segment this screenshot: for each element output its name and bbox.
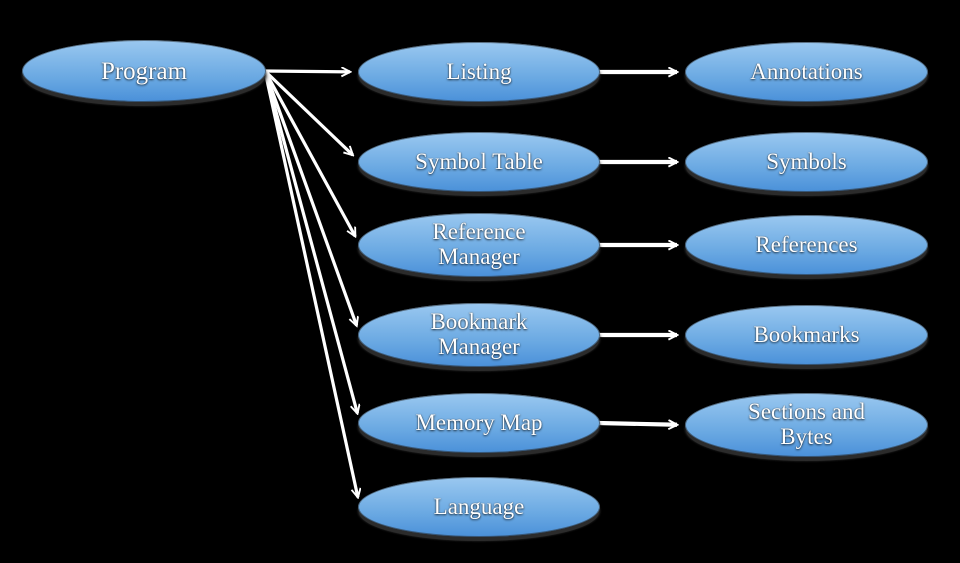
node-symbols[interactable]: Symbols bbox=[685, 132, 928, 192]
node-refmanager[interactable]: Reference Manager bbox=[358, 213, 600, 277]
node-label-refmanager: Reference Manager bbox=[432, 219, 526, 269]
node-label-listing: Listing bbox=[446, 58, 512, 84]
node-secbytes[interactable]: Sections and Bytes bbox=[685, 393, 928, 457]
node-label-bookmarks: Bookmarks bbox=[753, 321, 860, 347]
node-memmap[interactable]: Memory Map bbox=[358, 393, 600, 453]
node-label-program: Program bbox=[100, 57, 188, 85]
node-program[interactable]: Program bbox=[22, 40, 266, 102]
node-listing[interactable]: Listing bbox=[358, 42, 600, 102]
node-language[interactable]: Language bbox=[358, 477, 600, 537]
node-label-secbytes: Sections and Bytes bbox=[748, 399, 865, 449]
node-label-memmap: Memory Map bbox=[415, 409, 543, 435]
node-symboltable[interactable]: Symbol Table bbox=[358, 132, 600, 192]
node-label-bookmgr: Bookmark Manager bbox=[430, 309, 528, 359]
node-label-symboltable: Symbol Table bbox=[415, 148, 543, 174]
node-references[interactable]: References bbox=[685, 215, 928, 275]
node-label-language: Language bbox=[433, 493, 525, 519]
node-bookmarks[interactable]: Bookmarks bbox=[685, 305, 928, 365]
node-annotations[interactable]: Annotations bbox=[685, 42, 928, 102]
node-bookmgr[interactable]: Bookmark Manager bbox=[358, 303, 600, 367]
node-label-symbols: Symbols bbox=[766, 148, 847, 174]
node-label-annotations: Annotations bbox=[750, 58, 863, 84]
node-label-references: References bbox=[755, 231, 858, 257]
